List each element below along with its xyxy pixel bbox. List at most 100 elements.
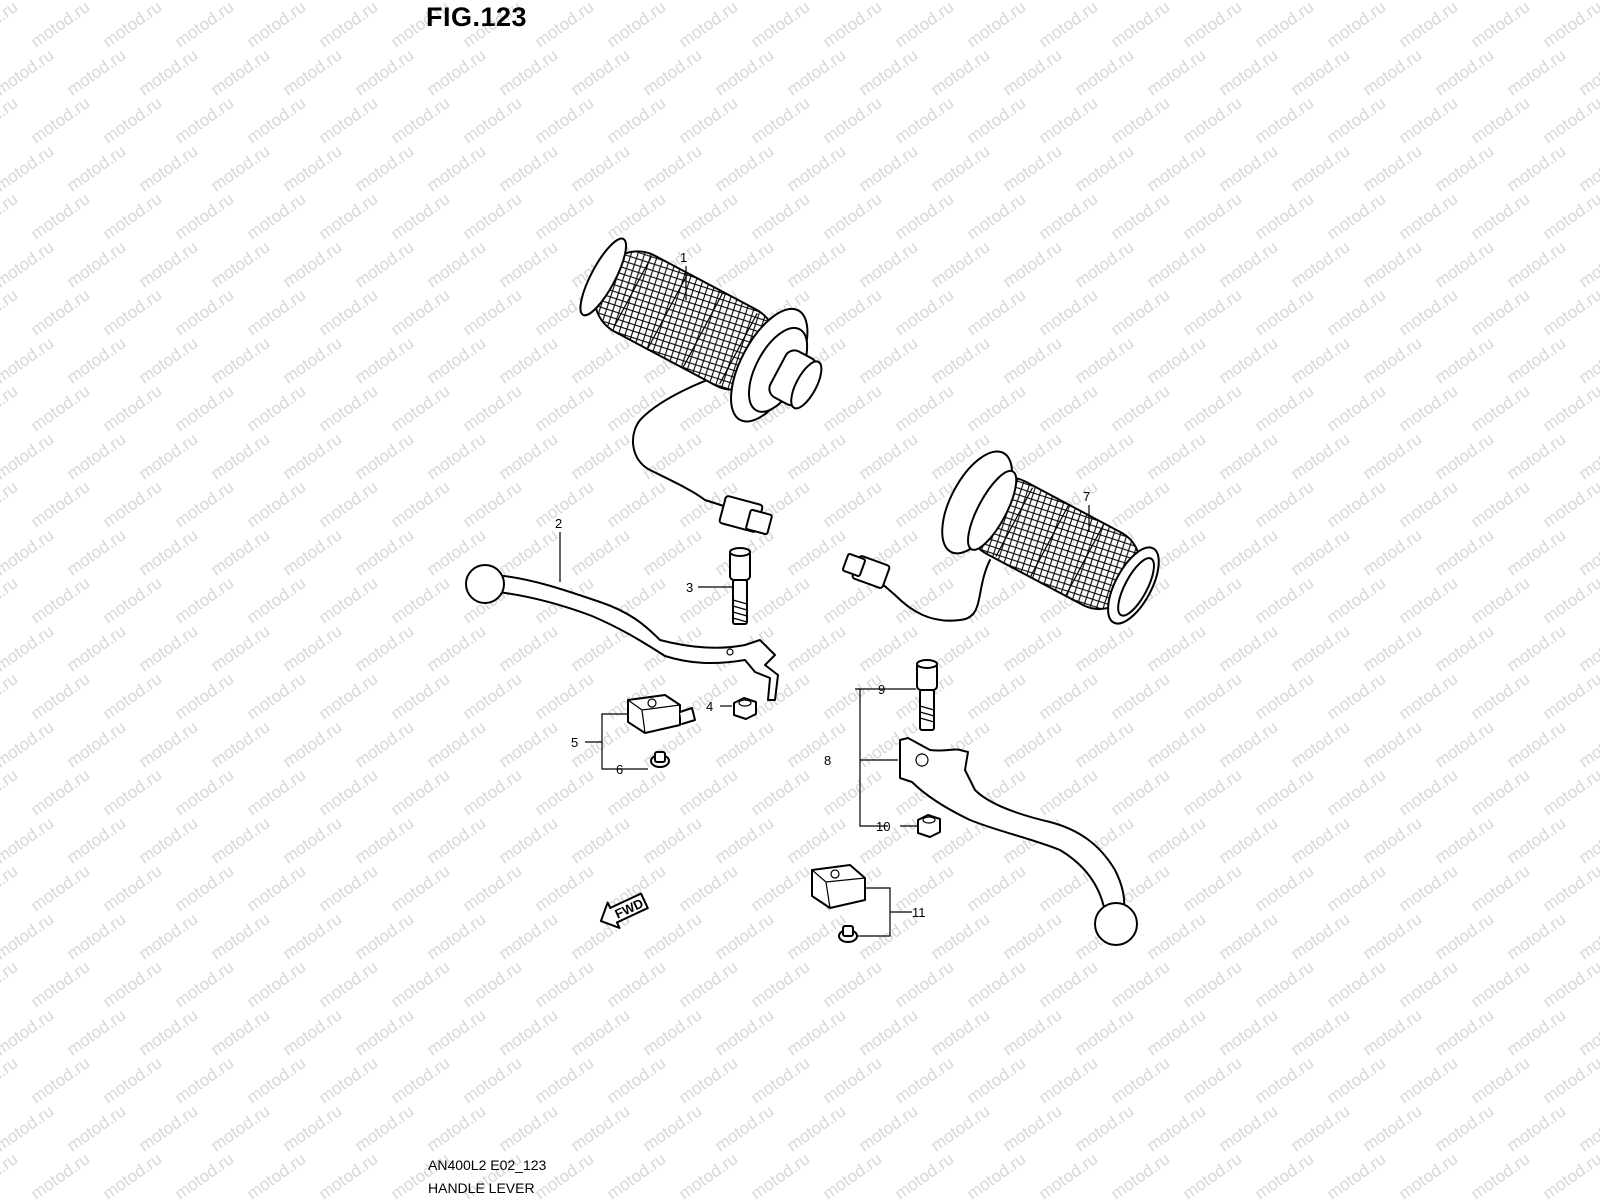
watermark-text: motod.ru — [351, 813, 417, 867]
watermark-text: motod.ru — [315, 477, 381, 531]
part-9-pivot-bolt[interactable] — [916, 659, 938, 731]
watermark-text: motod.ru — [1179, 1149, 1245, 1200]
watermark-text: motod.ru — [63, 1005, 129, 1059]
watermark-text: motod.ru — [927, 1005, 993, 1059]
watermark-text: motod.ru — [387, 765, 453, 819]
watermark-text: motod.ru — [1071, 717, 1137, 771]
watermark-text: motod.ru — [1143, 45, 1209, 99]
watermark-text: motod.ru — [351, 333, 417, 387]
callout-6: 6 — [616, 762, 623, 777]
watermark-text: motod.ru — [1287, 45, 1353, 99]
watermark-text: motod.ru — [27, 381, 93, 435]
watermark-text: motod.ru — [351, 717, 417, 771]
part-5-brake-switch-left[interactable] — [627, 694, 696, 734]
watermark-text: motod.ru — [855, 1005, 921, 1059]
part-1-throttle-grip[interactable] — [564, 217, 845, 536]
watermark-text: motod.ru — [603, 189, 669, 243]
watermark-text: motod.ru — [27, 1053, 93, 1107]
watermark-text: motod.ru — [1503, 621, 1569, 675]
watermark-text: motod.ru — [171, 765, 237, 819]
watermark-text: motod.ru — [639, 45, 705, 99]
watermark-text: motod.ru — [1143, 141, 1209, 195]
watermark-text: motod.ru — [387, 861, 453, 915]
watermark-text: motod.ru — [1431, 1005, 1497, 1059]
watermark-text: motod.ru — [0, 141, 57, 195]
watermark-text: motod.ru — [1179, 861, 1245, 915]
watermark-text: motod.ru — [747, 189, 813, 243]
watermark-text: motod.ru — [1107, 1053, 1173, 1107]
watermark-text: motod.ru — [927, 1101, 993, 1155]
watermark-text: motod.ru — [1467, 381, 1533, 435]
watermark-text: motod.ru — [1215, 45, 1281, 99]
watermark-text: motod.ru — [927, 333, 993, 387]
watermark-text: motod.ru — [1215, 717, 1281, 771]
watermark-text: motod.ru — [1359, 813, 1425, 867]
watermark-text: motod.ru — [99, 477, 165, 531]
watermark-text: motod.ru — [0, 333, 57, 387]
watermark-text: motod.ru — [783, 45, 849, 99]
watermark-text: motod.ru — [819, 765, 885, 819]
watermark-text: motod.ru — [423, 141, 489, 195]
watermark-text: motod.ru — [459, 669, 525, 723]
watermark-text: motod.ru — [27, 477, 93, 531]
watermark-text: motod.ru — [1323, 285, 1389, 339]
watermark-text: motod.ru — [63, 333, 129, 387]
watermark-text: motod.ru — [135, 909, 201, 963]
watermark-text: motod.ru — [1323, 765, 1389, 819]
watermark-text: motod.ru — [63, 621, 129, 675]
watermark-text: motod.ru — [207, 1005, 273, 1059]
watermark-text: motod.ru — [243, 1149, 309, 1200]
watermark-text: motod.ru — [567, 525, 633, 579]
watermark-text: motod.ru — [1503, 1101, 1569, 1155]
watermark-text: motod.ru — [207, 717, 273, 771]
part-10-nut[interactable] — [917, 814, 941, 838]
watermark-text: motod.ru — [855, 429, 921, 483]
watermark-text: motod.ru — [171, 0, 237, 51]
part-4-nut[interactable] — [733, 697, 757, 720]
watermark-text: motod.ru — [567, 141, 633, 195]
watermark-text: motod.ru — [63, 525, 129, 579]
watermark-text: motod.ru — [1539, 189, 1600, 243]
callout-2: 2 — [555, 516, 562, 531]
watermark-text: motod.ru — [783, 525, 849, 579]
part-8-brake-lever-right[interactable] — [899, 737, 1138, 946]
watermark-text: motod.ru — [1215, 909, 1281, 963]
callout-4: 4 — [706, 699, 713, 714]
watermark-text: motod.ru — [963, 93, 1029, 147]
watermark-text: motod.ru — [1503, 813, 1569, 867]
part-2-brake-lever-left[interactable] — [465, 564, 779, 701]
watermark-text: motod.ru — [1539, 477, 1600, 531]
watermark-text: motod.ru — [1035, 1149, 1101, 1200]
watermark-text: motod.ru — [63, 1101, 129, 1155]
watermark-text: motod.ru — [63, 141, 129, 195]
watermark-text: motod.ru — [279, 237, 345, 291]
watermark-text: motod.ru — [1359, 237, 1425, 291]
watermark-text: motod.ru — [1071, 45, 1137, 99]
part-7-left-grip[interactable] — [842, 441, 1175, 644]
part-6-screw[interactable] — [650, 751, 670, 768]
watermark-text: motod.ru — [1503, 45, 1569, 99]
part-3-pivot-bolt[interactable] — [729, 547, 751, 625]
watermark-text: motod.ru — [387, 189, 453, 243]
watermark-text: motod.ru — [0, 621, 57, 675]
watermark-text: motod.ru — [1431, 621, 1497, 675]
watermark-text: motod.ru — [279, 621, 345, 675]
watermark-text: motod.ru — [423, 813, 489, 867]
watermark-text: motod.ru — [423, 333, 489, 387]
watermark-text: motod.ru — [27, 957, 93, 1011]
watermark-text: motod.ru — [279, 1101, 345, 1155]
watermark-text: motod.ru — [279, 141, 345, 195]
watermark-text: motod.ru — [459, 861, 525, 915]
watermark-text: motod.ru — [243, 861, 309, 915]
watermark-text: motod.ru — [1035, 669, 1101, 723]
watermark-text: motod.ru — [963, 573, 1029, 627]
watermark-text: motod.ru — [1215, 621, 1281, 675]
watermark-text: motod.ru — [1035, 93, 1101, 147]
watermark-text: motod.ru — [1359, 621, 1425, 675]
watermark-text: motod.ru — [819, 285, 885, 339]
watermark-text: motod.ru — [711, 909, 777, 963]
watermark-text: motod.ru — [531, 1053, 597, 1107]
watermark-text: motod.ru — [783, 237, 849, 291]
watermark-text: motod.ru — [99, 573, 165, 627]
